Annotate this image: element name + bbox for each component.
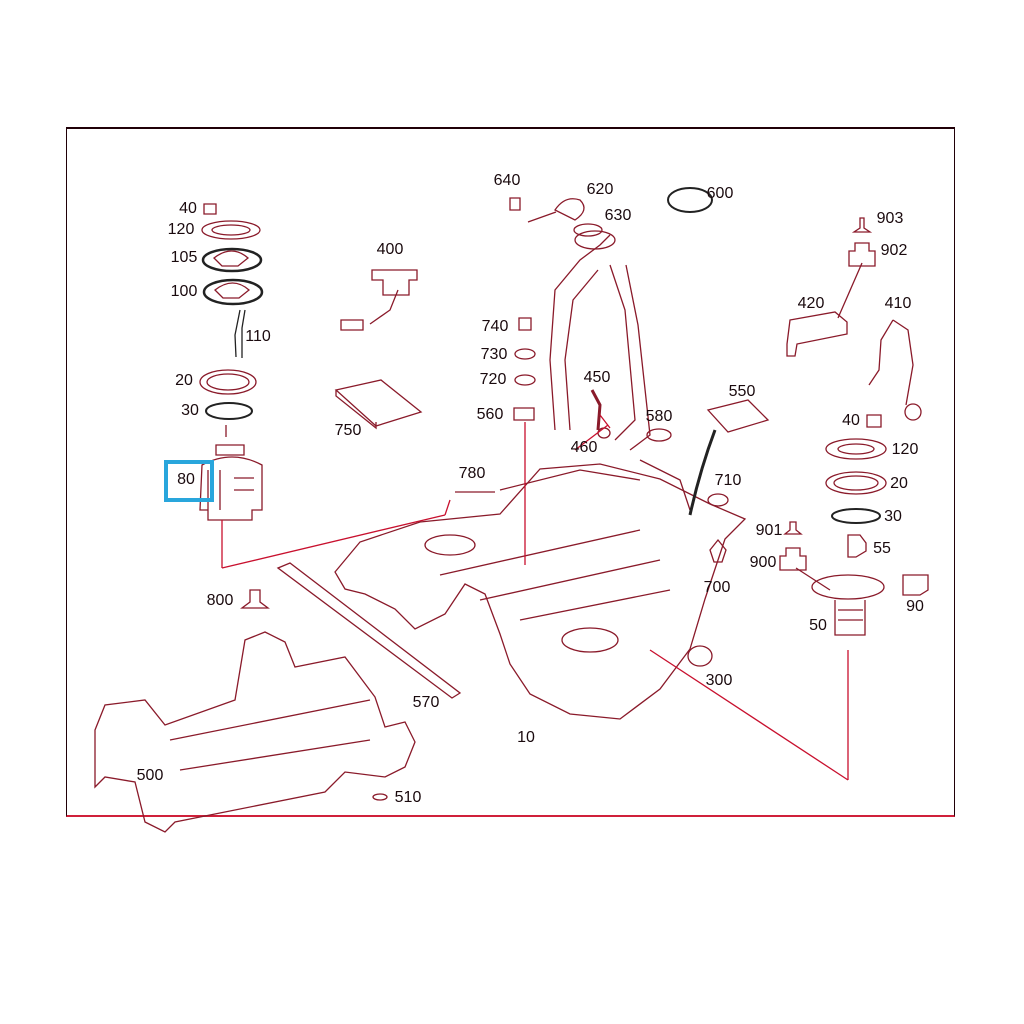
label-740[interactable]: 740 <box>481 318 509 335</box>
label-50[interactable]: 50 <box>809 617 827 634</box>
label-100[interactable]: 100 <box>170 283 198 300</box>
pump-50 <box>811 574 885 600</box>
pump-80 <box>199 425 263 521</box>
label-750[interactable]: 750 <box>334 422 362 439</box>
label-570[interactable]: 570 <box>412 694 440 711</box>
washer-stack <box>240 317 729 667</box>
highlight-box-80 <box>164 460 214 502</box>
left-pump-parts <box>199 203 446 569</box>
label-420[interactable]: 420 <box>797 295 825 312</box>
label-901[interactable]: 901 <box>755 522 783 539</box>
label-710[interactable]: 710 <box>714 472 742 489</box>
strap-570 <box>276 562 462 699</box>
label-640[interactable]: 640 <box>493 172 521 189</box>
label-630[interactable]: 630 <box>604 207 632 224</box>
hose-450 <box>590 389 602 431</box>
label-510[interactable]: 510 <box>394 789 422 806</box>
ring-120-left <box>201 220 261 240</box>
label-460[interactable]: 460 <box>570 439 598 456</box>
label-450[interactable]: 450 <box>583 369 611 386</box>
clamp-600 <box>667 187 713 213</box>
label-780[interactable]: 780 <box>458 465 486 482</box>
label-30-right[interactable]: 30 <box>884 508 902 525</box>
valve-55 <box>847 534 867 558</box>
seal-30-left <box>205 402 253 420</box>
seal-630 <box>573 223 603 237</box>
label-20-right[interactable]: 20 <box>890 475 908 492</box>
ring-20-left <box>199 369 257 395</box>
label-550[interactable]: 550 <box>728 383 756 400</box>
label-55[interactable]: 55 <box>873 540 891 557</box>
diagram-frame <box>66 127 955 817</box>
grommet-710 <box>707 493 729 507</box>
label-20-left[interactable]: 20 <box>175 372 193 389</box>
sender-410 <box>868 319 914 406</box>
plug-300 <box>687 645 713 667</box>
cap-620 <box>554 198 585 221</box>
sender-400 <box>334 269 423 430</box>
label-903[interactable]: 903 <box>876 210 904 227</box>
label-700[interactable]: 700 <box>703 579 731 596</box>
flange-100 <box>202 278 264 306</box>
label-120-left[interactable]: 120 <box>167 221 195 238</box>
bushing-800 <box>240 589 270 609</box>
label-300[interactable]: 300 <box>705 672 733 689</box>
label-80[interactable]: 80 <box>177 471 195 488</box>
clip-700 <box>709 538 727 563</box>
label-10[interactable]: 10 <box>517 729 535 746</box>
label-110[interactable]: 110 <box>245 328 271 345</box>
label-30-left[interactable]: 30 <box>181 402 199 419</box>
sensor-420 <box>786 311 848 357</box>
flange-105 <box>201 247 263 273</box>
label-902[interactable]: 902 <box>880 242 908 259</box>
label-40-left[interactable]: 40 <box>179 200 197 217</box>
pad-550 <box>706 399 770 433</box>
label-560[interactable]: 560 <box>476 406 504 423</box>
line-110 <box>234 309 246 358</box>
grommet-580 <box>646 428 672 442</box>
label-40-right[interactable]: 40 <box>842 412 860 429</box>
clip-90 <box>902 574 929 596</box>
label-105[interactable]: 105 <box>170 249 198 266</box>
clamp-460 <box>597 427 611 439</box>
label-800[interactable]: 800 <box>206 592 234 609</box>
label-580[interactable]: 580 <box>645 408 673 425</box>
label-120-right[interactable]: 120 <box>891 441 919 458</box>
nut-40-left <box>203 203 217 215</box>
right-pump-parts <box>444 217 929 781</box>
fuel-tank-10 <box>334 463 747 720</box>
label-720[interactable]: 720 <box>479 371 507 388</box>
label-400[interactable]: 400 <box>376 241 404 258</box>
heat-shield-500 <box>94 631 416 833</box>
label-410[interactable]: 410 <box>884 295 912 312</box>
label-500[interactable]: 500 <box>136 767 164 784</box>
arrow-550 <box>688 429 717 516</box>
part-640 <box>509 197 521 211</box>
label-730[interactable]: 730 <box>480 346 508 363</box>
label-900[interactable]: 900 <box>749 554 777 571</box>
filler-neck <box>509 187 713 511</box>
clip-510 <box>372 793 388 801</box>
label-620[interactable]: 620 <box>586 181 614 198</box>
label-600[interactable]: 600 <box>706 185 734 202</box>
label-90[interactable]: 90 <box>906 598 924 615</box>
